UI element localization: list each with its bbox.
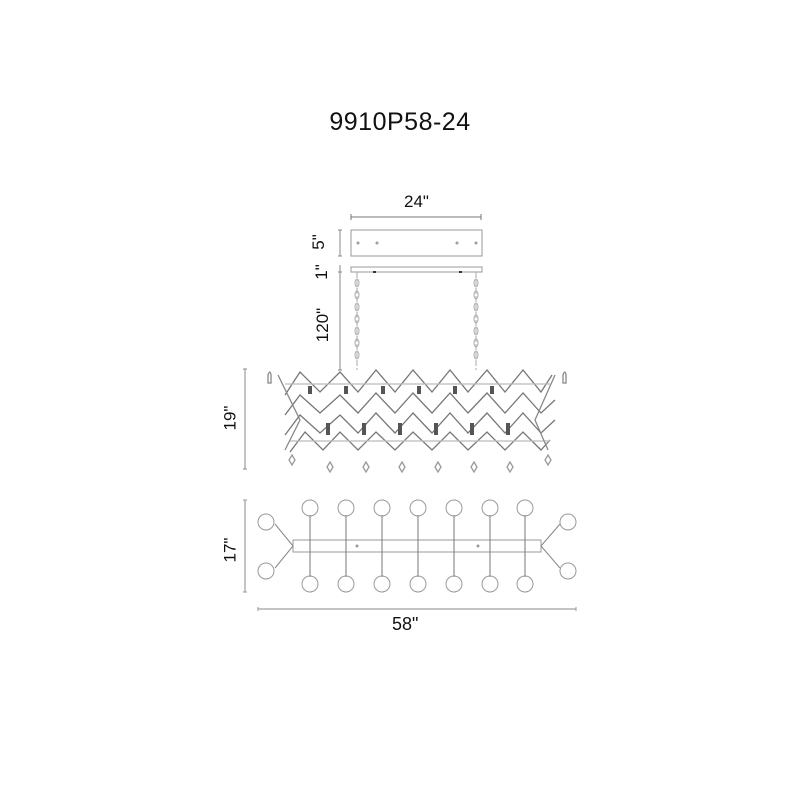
fixture-height-dimension — [243, 368, 247, 470]
fixture-length-label: 58" — [392, 614, 419, 634]
canopy-width-label: 24" — [404, 192, 429, 211]
canopy — [350, 229, 483, 273]
vertical-dimension-line — [338, 229, 342, 371]
chain-links-left — [354, 278, 360, 360]
canopy-width-dimension — [350, 214, 482, 220]
crystal-drops — [288, 453, 552, 474]
fixture-elevation — [267, 368, 567, 474]
chains — [354, 272, 479, 370]
arm-bulbs — [301, 499, 534, 593]
model-number-title: 9910P58-24 — [329, 108, 471, 136]
end-candles — [267, 371, 567, 384]
candle-cups — [308, 386, 510, 435]
fixture-plan-view — [243, 499, 577, 611]
chain-links-right — [473, 278, 479, 360]
